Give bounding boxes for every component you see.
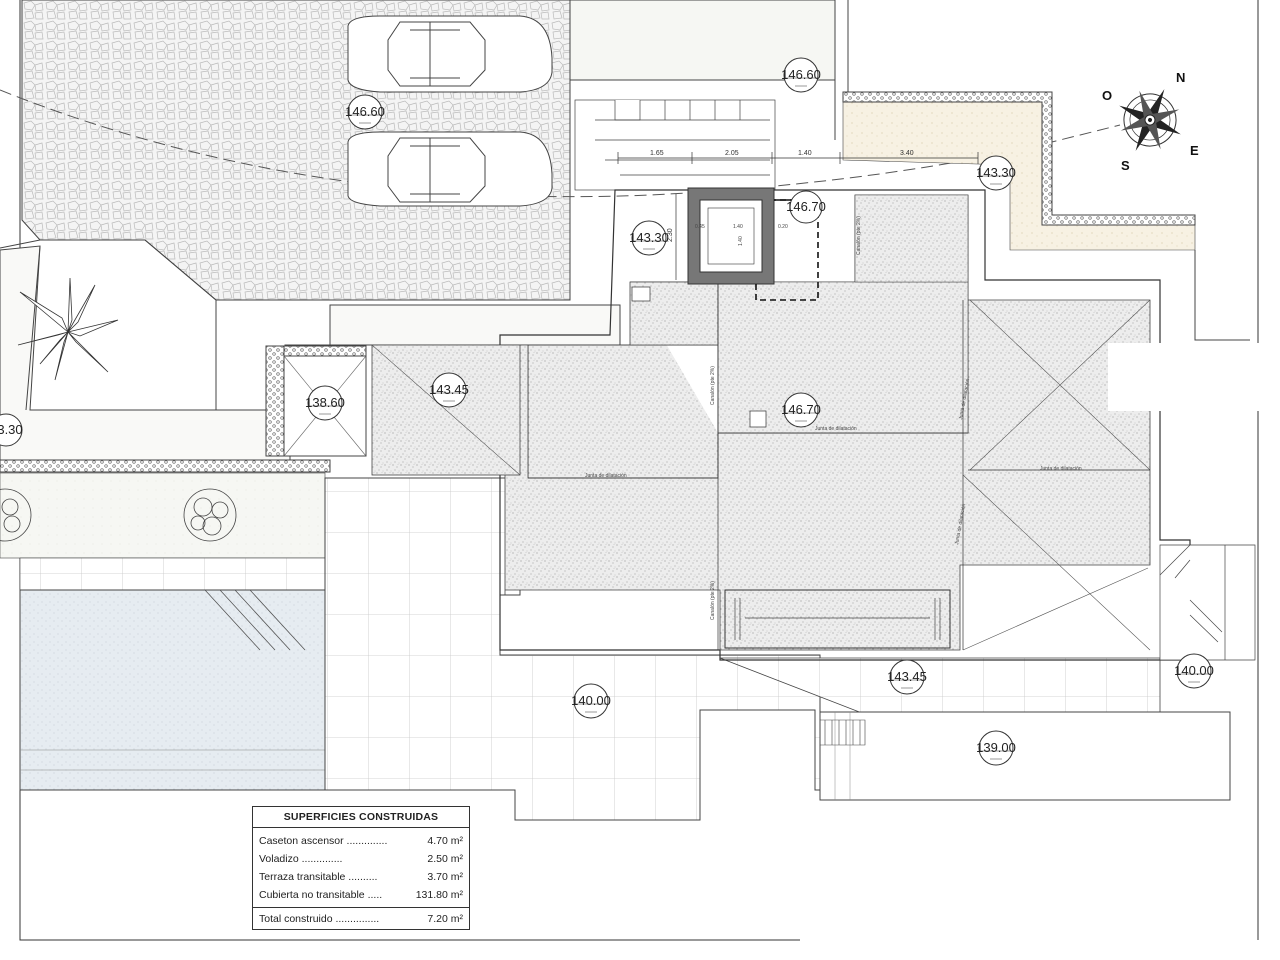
stair-lower [819,719,866,746]
driveway-edge [0,239,570,301]
joint-label: Junta de dilatación [585,473,627,479]
terrace-tiles [19,557,326,591]
level-marker: 146.70 [786,190,826,224]
total-value: 7.20 m² [427,913,463,925]
row-label: Terraza transitable .......... [259,871,378,883]
level-marker: 143.30 [976,155,1016,191]
pool [19,589,326,791]
svg-text:143.45: 143.45 [887,669,927,684]
dimension-label: 0.20 [778,224,788,230]
stone-wall [283,345,367,357]
svg-text:143.45: 143.45 [429,382,469,397]
gutter-label: Canalón (pte 2%) [710,581,716,620]
level-marker: 146.70 [781,392,821,428]
level-marker: 143.30 [629,220,669,256]
dimension-label: 1.65 [650,150,664,157]
compass-rose-icon [1119,89,1181,151]
level-marker: 146.60 [781,57,821,93]
svg-text:138.60: 138.60 [305,395,345,410]
level-marker: 143.45 [887,659,927,695]
roof-panel [504,281,1151,651]
row-value: 4.70 m² [427,835,463,847]
level-marker: 140.00 [1174,653,1214,689]
table-row: Voladizo .............. 2.50 m² [253,850,469,868]
level-marker: 3.30 [0,413,23,447]
car-icon [347,15,553,93]
dimension-label: 1.40 [733,224,743,230]
dimension-label: 1.40 [798,150,812,157]
stone-wall-right [842,91,1196,226]
garden-path-edge [25,245,217,411]
row-value: 2.50 m² [427,853,463,865]
table-row: Terraza transitable .......... 3.70 m² [253,868,469,886]
dimension-label: 0.45 [695,224,705,230]
palm-tree-icon [17,277,119,381]
joint-label: Junta de dilatación [815,426,857,432]
stair-right [1159,544,1256,661]
row-value: 3.70 m² [427,871,463,883]
total-label: Total construido ............... [259,913,380,925]
stone-wall [0,459,331,473]
gutter-label: Canalón (pte 2%) [856,216,862,255]
level-marker: 139.00 [976,730,1016,766]
terrace-outline [819,711,1231,801]
table-title: SUPERFICIES CONSTRUIDAS [253,807,469,828]
drain-icon [631,286,651,302]
dimension-label: 2.30 [667,228,674,242]
drain-icon [749,410,767,428]
skylight [724,589,951,649]
level-marker: 138.60 [305,385,345,421]
car-icon [347,131,553,207]
joint-label: Junta de dilatación [1040,466,1082,472]
compass-n: N [1176,70,1185,85]
stair-top [574,99,776,191]
dimension-label: 3.40 [900,150,914,157]
table-total-row: Total construido ............... 7.20 m² [253,907,469,928]
row-label: Voladizo .............. [259,853,343,865]
level-marker: 146.60 [345,94,385,130]
shrub-icon [0,488,32,542]
level-marker: 140.00 [571,683,611,719]
svg-text:140.00: 140.00 [571,693,611,708]
svg-text:146.60: 146.60 [345,104,385,119]
svg-text:143.30: 143.30 [629,230,669,245]
svg-text:140.00: 140.00 [1174,663,1214,678]
property-line-dashed [0,89,1121,198]
stone-wall [265,345,285,457]
svg-text:146.70: 146.70 [781,402,821,417]
svg-text:139.00: 139.00 [976,740,1016,755]
row-label: Cubierta no transitable ..... [259,889,383,901]
dimension-label: 2.05 [725,150,739,157]
level-marker: 143.45 [429,372,469,408]
row-value: 131.80 m² [415,889,463,901]
svg-text:143.30: 143.30 [976,165,1016,180]
compass-e: E [1190,143,1199,158]
hip-lines [962,299,1151,651]
svg-text:146.60: 146.60 [781,67,821,82]
compass-s: S [1121,158,1130,173]
roof-panel [717,281,969,434]
dimension-label: 1.40 [738,236,744,246]
pool-steps [204,589,306,651]
terrace-tiles [324,477,821,821]
svg-text:146.70: 146.70 [786,199,826,214]
garden-strip [0,472,326,559]
compass-o: O [1102,88,1112,103]
table-row: Caseton ascensor .............. 4.70 m² [253,832,469,850]
expansion-joint [528,432,1150,479]
svg-text:3.30: 3.30 [0,422,23,437]
table-row: Cubierta no transitable ..... 131.80 m² [253,886,469,904]
row-label: Caseton ascensor .............. [259,835,388,847]
shrub-icon [183,488,237,542]
gutter-label: Canalón (pte 2%) [710,366,716,405]
dimension-line [617,152,979,164]
built-area-table: SUPERFICIES CONSTRUIDAS Caseton ascensor… [252,806,470,930]
roof-panel [854,194,969,283]
